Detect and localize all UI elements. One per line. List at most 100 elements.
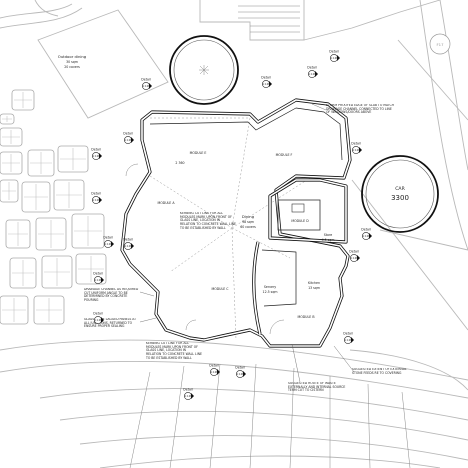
site-boundary bbox=[303, 0, 441, 41]
paving-block bbox=[21, 181, 51, 213]
division-line bbox=[231, 227, 291, 259]
detail-marker-label: Detail bbox=[93, 312, 103, 316]
path-radials bbox=[129, 363, 411, 468]
detail-marker-arrow bbox=[337, 55, 340, 61]
servery-title: Servery bbox=[264, 285, 276, 289]
paving-joint bbox=[2, 130, 20, 144]
detail-marker-sheet: A 2.06 bbox=[362, 235, 370, 238]
kitchen-title: Kitchen bbox=[308, 281, 320, 285]
glass-line bbox=[149, 107, 343, 161]
path-curve bbox=[0, 360, 468, 399]
kitchen-area: 13 sqm bbox=[308, 286, 320, 290]
paving-joint bbox=[14, 92, 32, 108]
paving-block bbox=[0, 113, 15, 125]
site-boundary bbox=[439, 0, 468, 171]
servery-counter bbox=[261, 249, 297, 307]
detail-marker-label: Detail bbox=[91, 148, 101, 152]
servery-area: 12.5 sqm bbox=[263, 290, 278, 294]
exterior-wall-core bbox=[121, 99, 351, 347]
store-room bbox=[277, 199, 321, 231]
note-kerbing-south: KERBING CUT LINE FOR ALL MODULES MARK UP… bbox=[146, 342, 202, 360]
paving-block bbox=[5, 219, 31, 249]
detail-marker-arrow bbox=[191, 393, 194, 399]
leader-line bbox=[291, 343, 301, 383]
paving-block bbox=[33, 295, 65, 325]
detail-marker-sheet: A 2.06 bbox=[94, 279, 102, 282]
paving-joint bbox=[8, 222, 28, 246]
tree-number: 3300 bbox=[391, 194, 409, 202]
annotations: STORM PROOFED EDGE OF SLAB TO MATCH DRAI… bbox=[84, 103, 407, 392]
height-label: 2 360 bbox=[175, 161, 184, 165]
grid-marker: F17 bbox=[429, 33, 451, 55]
grid-marker-label: F17 bbox=[436, 42, 444, 47]
tree-label: CAR bbox=[395, 186, 405, 192]
store-title: Store bbox=[324, 233, 332, 237]
site-path bbox=[397, 39, 468, 121]
detail-marker-sheet: A 2.06 bbox=[184, 395, 192, 398]
detail-marker-label: Detail bbox=[91, 192, 101, 196]
paving-block bbox=[53, 179, 85, 211]
module-a-label: MODULE A bbox=[157, 201, 175, 205]
detail-marker-sheet: A 2.06 bbox=[92, 155, 100, 158]
paving-block bbox=[41, 255, 73, 289]
note-kerbing-north: KERBING CUT LINE FOR ALL MODULES MARK UP… bbox=[180, 212, 236, 230]
module-c-label: MODULE C bbox=[211, 287, 229, 291]
site-contour bbox=[0, 3, 73, 19]
path-curve bbox=[39, 388, 468, 421]
door-swing bbox=[125, 163, 139, 177]
detail-marker-label: Detail bbox=[235, 366, 245, 370]
path-curve bbox=[59, 410, 468, 441]
paving-joint bbox=[44, 258, 70, 286]
detail-marker-arrow bbox=[111, 241, 114, 247]
detail-marker-arrow bbox=[99, 153, 102, 159]
paving-joint bbox=[2, 154, 20, 172]
module-b-label: MODULE B bbox=[297, 315, 314, 319]
paving-joint bbox=[12, 260, 34, 286]
leader-line bbox=[333, 345, 355, 373]
adjacent-building bbox=[199, 0, 305, 41]
servery-wall-core bbox=[252, 241, 261, 335]
store-block-core bbox=[269, 179, 347, 243]
detail-marker-arrow bbox=[351, 337, 354, 343]
detail-marker-arrow bbox=[269, 81, 272, 87]
detail-marker-arrow bbox=[357, 255, 360, 261]
outdoor-dining-covers: 20 covers bbox=[64, 65, 80, 69]
outdoor-dining-area: 30 sqm bbox=[66, 60, 78, 64]
paving-joint bbox=[60, 148, 86, 170]
paving-joint bbox=[78, 256, 104, 282]
tree-canopy-inner bbox=[173, 39, 235, 101]
site-boundary bbox=[419, 0, 468, 251]
dining-title: Dining bbox=[242, 214, 255, 219]
detail-marker-label: Detail bbox=[343, 332, 353, 336]
detail-marker-arrow bbox=[243, 371, 246, 377]
detail-marker-sheet: A 2.06 bbox=[92, 199, 100, 202]
paving-joint bbox=[24, 184, 48, 210]
note-suggested-route: SUGGESTED ROUTE OF WASTE EXTERNALLY AND … bbox=[288, 382, 345, 392]
building-outline bbox=[120, 98, 352, 348]
room-labels: Outdoor dining 30 sqm 20 covers MODULE E… bbox=[58, 54, 335, 319]
detail-marker-sheet: A 2.06 bbox=[236, 373, 244, 376]
detail-marker-label: Detail bbox=[209, 364, 219, 368]
detail-marker-label: Detail bbox=[307, 66, 317, 70]
leader-line bbox=[311, 103, 327, 111]
tree-trunk-mark bbox=[199, 65, 209, 75]
site-path bbox=[379, 229, 468, 251]
detail-marker-label: Detail bbox=[361, 228, 371, 232]
module-d-label: MODULE D bbox=[291, 219, 309, 223]
paving-block bbox=[75, 253, 107, 285]
detail-marker-sheet: A 2.06 bbox=[142, 85, 150, 88]
paving-joint bbox=[2, 298, 26, 322]
tree-north bbox=[169, 35, 239, 105]
dining-covers: 60 covers bbox=[240, 225, 256, 229]
note-storm-proofing: STORM PROOFED EDGE OF SLAB TO MATCH DRAI… bbox=[326, 104, 394, 114]
detail-marker-label: Detail bbox=[123, 238, 133, 242]
detail-marker-sheet: A 2.06 bbox=[104, 243, 112, 246]
site-contour bbox=[0, 7, 83, 29]
detail-marker-sheet: A 2.06 bbox=[262, 83, 270, 86]
detail-marker-label: Detail bbox=[349, 250, 359, 254]
paving-block bbox=[0, 151, 23, 175]
detail-marker-arrow bbox=[315, 71, 318, 77]
